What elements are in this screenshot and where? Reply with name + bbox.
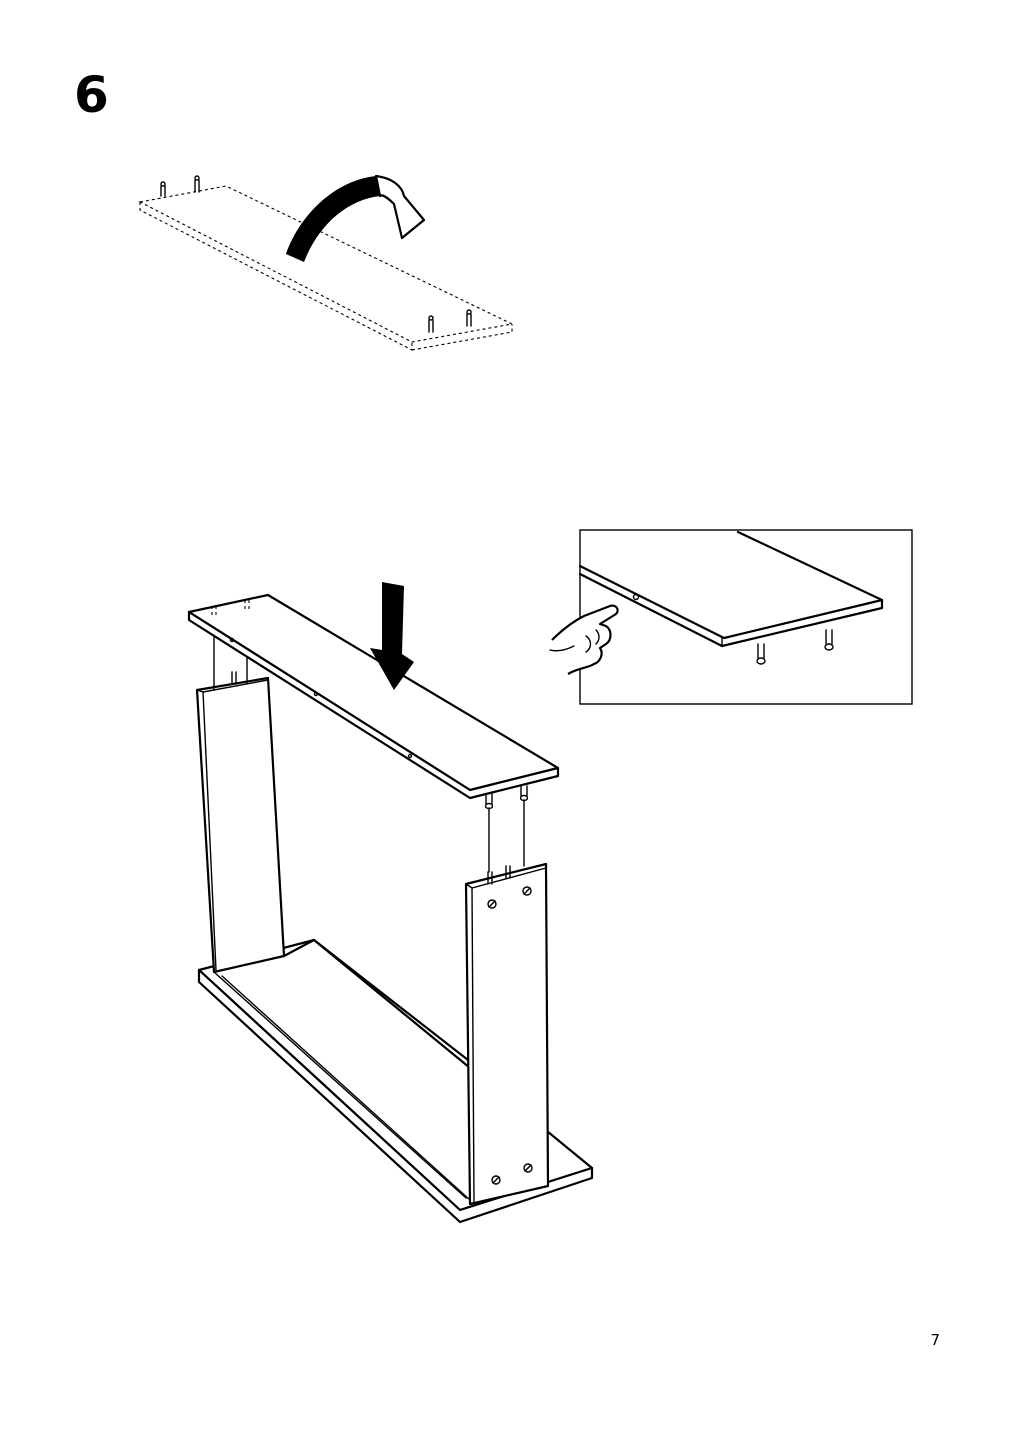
page-number: 7: [930, 1331, 940, 1349]
main-assembly-illustration: [187, 582, 594, 1224]
dowel-icon: [160, 175, 200, 197]
down-arrow-icon: [370, 582, 414, 690]
dowel-icon: [484, 785, 529, 810]
cam-lock-icon: [487, 886, 533, 1185]
dowel-icon: [756, 629, 834, 665]
detail-inset: [549, 529, 913, 705]
step-number: 6: [74, 66, 109, 124]
flip-panel-illustration: [138, 174, 514, 351]
pointing-hand-icon: [549, 604, 619, 675]
dowel-icon: [428, 309, 472, 333]
curved-flip-arrow-icon: [286, 174, 426, 262]
